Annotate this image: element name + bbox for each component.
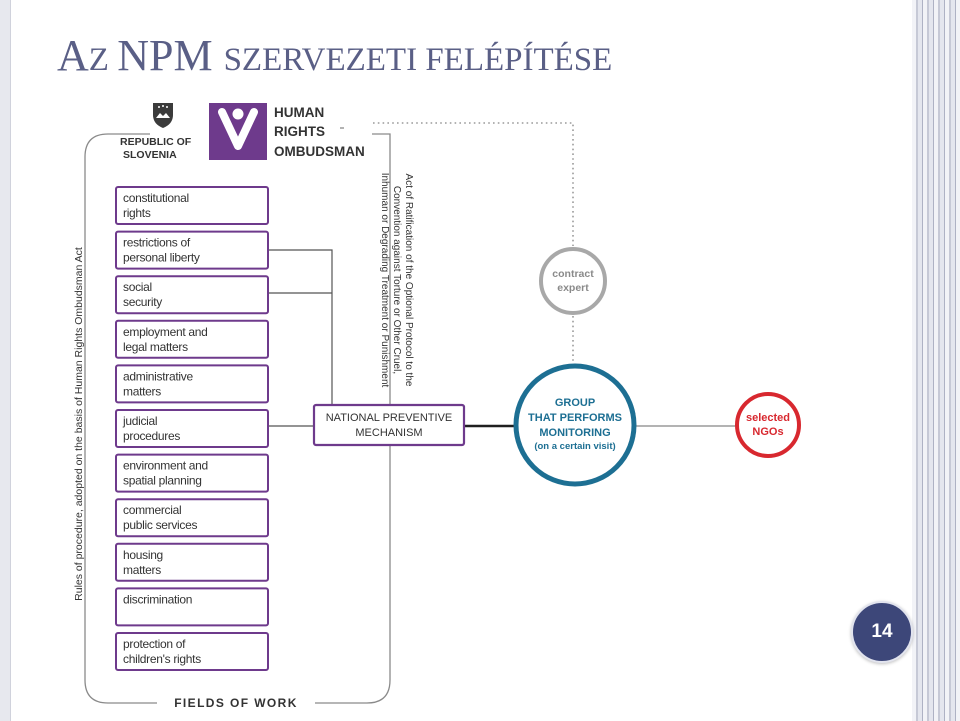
- field-label-line2: rights: [123, 206, 151, 220]
- ratification-label-line1: Act of Ratification of the Optional Prot…: [403, 174, 414, 387]
- ngos-label-line1: selected: [746, 412, 790, 424]
- rules-of-procedure-label: Rules of procedure, adopted on the basis…: [73, 247, 85, 601]
- right-decorative-bar: [912, 0, 960, 721]
- field-label-line1: social: [123, 280, 152, 294]
- republic-label-line1: REPUBLIC OF: [120, 136, 192, 148]
- field-label-line2: personal liberty: [123, 251, 200, 265]
- field-label-line2: spatial planning: [123, 474, 202, 488]
- field-box: [115, 453, 269, 493]
- field-label-line1: environment and: [123, 459, 208, 473]
- npm-label-line2: MECHANISM: [355, 427, 422, 439]
- field-label-line1: discrimination: [123, 592, 192, 606]
- field-box: [115, 498, 269, 538]
- field-box: [115, 542, 269, 582]
- group-label-line1: GROUP: [555, 397, 595, 409]
- fields-of-work-label: FIELDS OF WORK: [174, 696, 298, 710]
- page-number-badge: 14: [851, 601, 913, 663]
- field-label-line2: security: [123, 295, 162, 309]
- npm-label-line1: NATIONAL PREVENTIVE: [326, 412, 453, 424]
- field-box: [115, 587, 269, 627]
- field-label-line2: children's rights: [123, 652, 201, 666]
- field-box: [115, 632, 269, 671]
- ombudsman-logo-icon: [209, 103, 267, 160]
- republic-label-line2: SLOVENIA: [123, 149, 177, 161]
- ombudsman-label-line2: RIGHTS: [274, 124, 325, 139]
- contract-expert-circle: [539, 247, 607, 315]
- field-label-line2: legal matters: [123, 340, 188, 354]
- npm-box: [312, 403, 466, 447]
- selected-ngos-circle: [735, 392, 801, 458]
- field-label-line1: housing: [123, 548, 163, 562]
- field-box: [115, 230, 269, 270]
- field-box: [115, 364, 269, 404]
- field-box: [115, 319, 269, 359]
- monitoring-group-circle: [513, 363, 637, 487]
- field-label-line2: matters: [123, 563, 161, 577]
- field-box: [115, 186, 269, 225]
- field-box: [115, 409, 269, 448]
- field-label-line1: administrative: [123, 369, 193, 383]
- field-label-line1: employment and: [123, 325, 208, 339]
- ratification-label-line3: Inhuman or Degrading Treatment or Punish…: [379, 173, 390, 388]
- field-label-line2: matters: [123, 384, 161, 398]
- left-edge-bar: [0, 0, 11, 721]
- field-label-line1: constitutional: [123, 191, 189, 205]
- ombudsman-label-line3: OMBUDSMAN: [274, 144, 365, 159]
- field-box: [115, 275, 269, 315]
- dotted-link-ombudsman: [373, 122, 574, 246]
- ratification-label-line2: Convention against Torture or Other Crue…: [391, 186, 402, 374]
- contract-expert-line2: expert: [557, 282, 589, 294]
- field-label-line1: restrictions of: [123, 236, 191, 250]
- connector-liberty: [268, 249, 333, 404]
- fields-frame-right: [315, 133, 391, 704]
- group-label-line2: THAT PERFORMS: [528, 412, 622, 424]
- group-label-line4: (on a certain visit): [534, 441, 615, 452]
- ombudsman-label-line1: HUMAN: [274, 105, 324, 120]
- slide-title: AZ NPM SZERVEZETI FELÉPÍTÉSE: [57, 31, 613, 80]
- field-label-line1: judicial: [122, 414, 157, 428]
- fields-frame: [84, 133, 157, 704]
- slovenia-coat-of-arms-icon: [153, 103, 173, 128]
- field-label-line1: commercial: [123, 503, 181, 517]
- contract-expert-line1: contract: [552, 268, 594, 280]
- group-label-line3: MONITORING: [539, 427, 610, 439]
- field-label-line2: public services: [123, 518, 197, 532]
- ngos-label-line2: NGOs: [752, 426, 783, 438]
- field-label-line2: procedures: [123, 429, 180, 443]
- field-label-line1: protection of: [123, 637, 186, 651]
